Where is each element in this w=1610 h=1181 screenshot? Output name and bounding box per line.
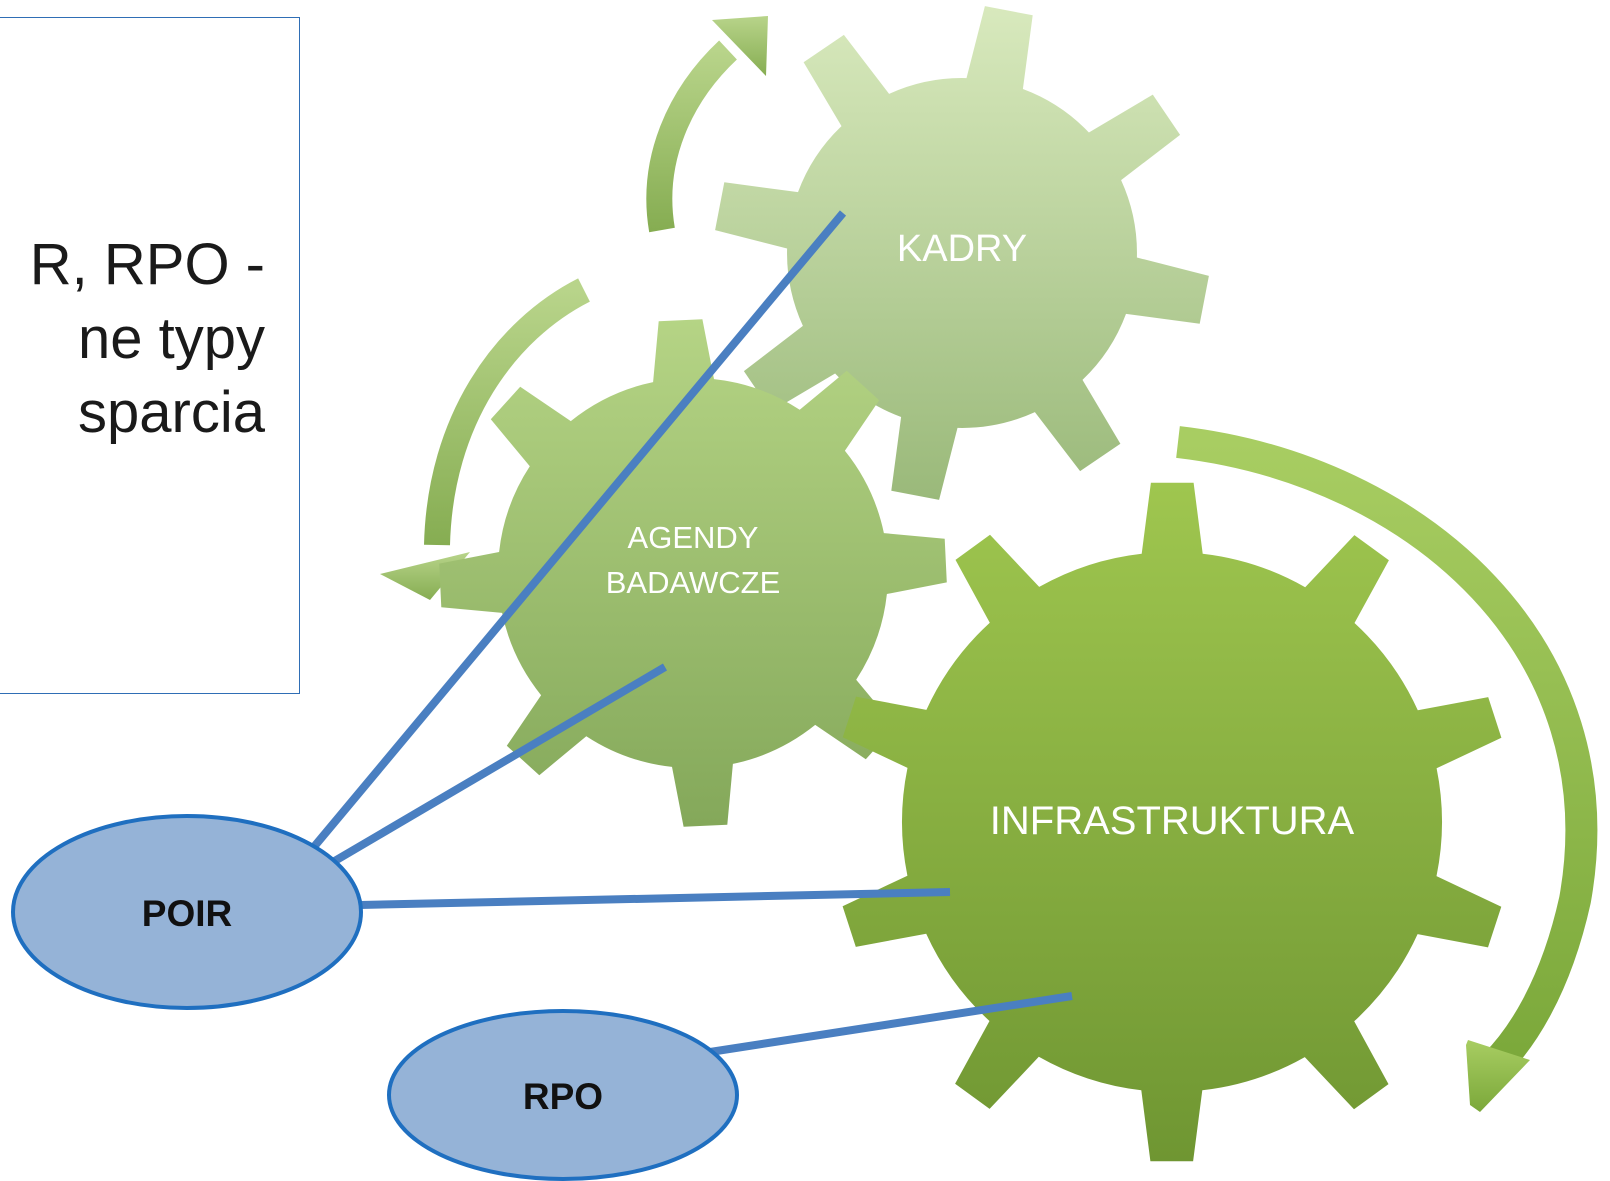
gear-agendy-label-line-2: BADAWCZE xyxy=(606,565,781,600)
poir-oval xyxy=(11,814,363,1010)
gear-kadry-label: KADRY xyxy=(897,228,1027,270)
gear-agendy xyxy=(439,319,947,827)
poir-node: POIR xyxy=(11,814,363,1010)
rpo-node: RPO xyxy=(387,1009,739,1181)
connector-poir-infra xyxy=(359,888,951,909)
gear-infra xyxy=(842,482,1502,1162)
connector-rpo-infra xyxy=(709,992,1073,1056)
text-box: R, RPO - ne typy sparcia xyxy=(0,17,300,694)
gear-kadry xyxy=(715,6,1209,500)
gear-agendy-label-line-1: AGENDY xyxy=(628,520,759,555)
arrow-top xyxy=(646,16,768,233)
arrow-right xyxy=(1176,426,1598,1112)
text-line: ne typy xyxy=(78,306,265,371)
connector-lines xyxy=(309,210,1073,1056)
connector-poir-agendy xyxy=(330,663,668,866)
text-box-lines: R, RPO - ne typy sparcia xyxy=(30,228,265,450)
rpo-oval xyxy=(387,1009,739,1181)
gear-infra-label: INFRASTRUKTURA xyxy=(990,799,1355,843)
connector-poir-kadry xyxy=(309,210,847,851)
rpo-label: RPO xyxy=(523,1076,603,1117)
text-line: R, RPO - xyxy=(29,232,265,297)
poir-label: POIR xyxy=(142,893,232,934)
text-line: sparcia xyxy=(78,380,265,445)
